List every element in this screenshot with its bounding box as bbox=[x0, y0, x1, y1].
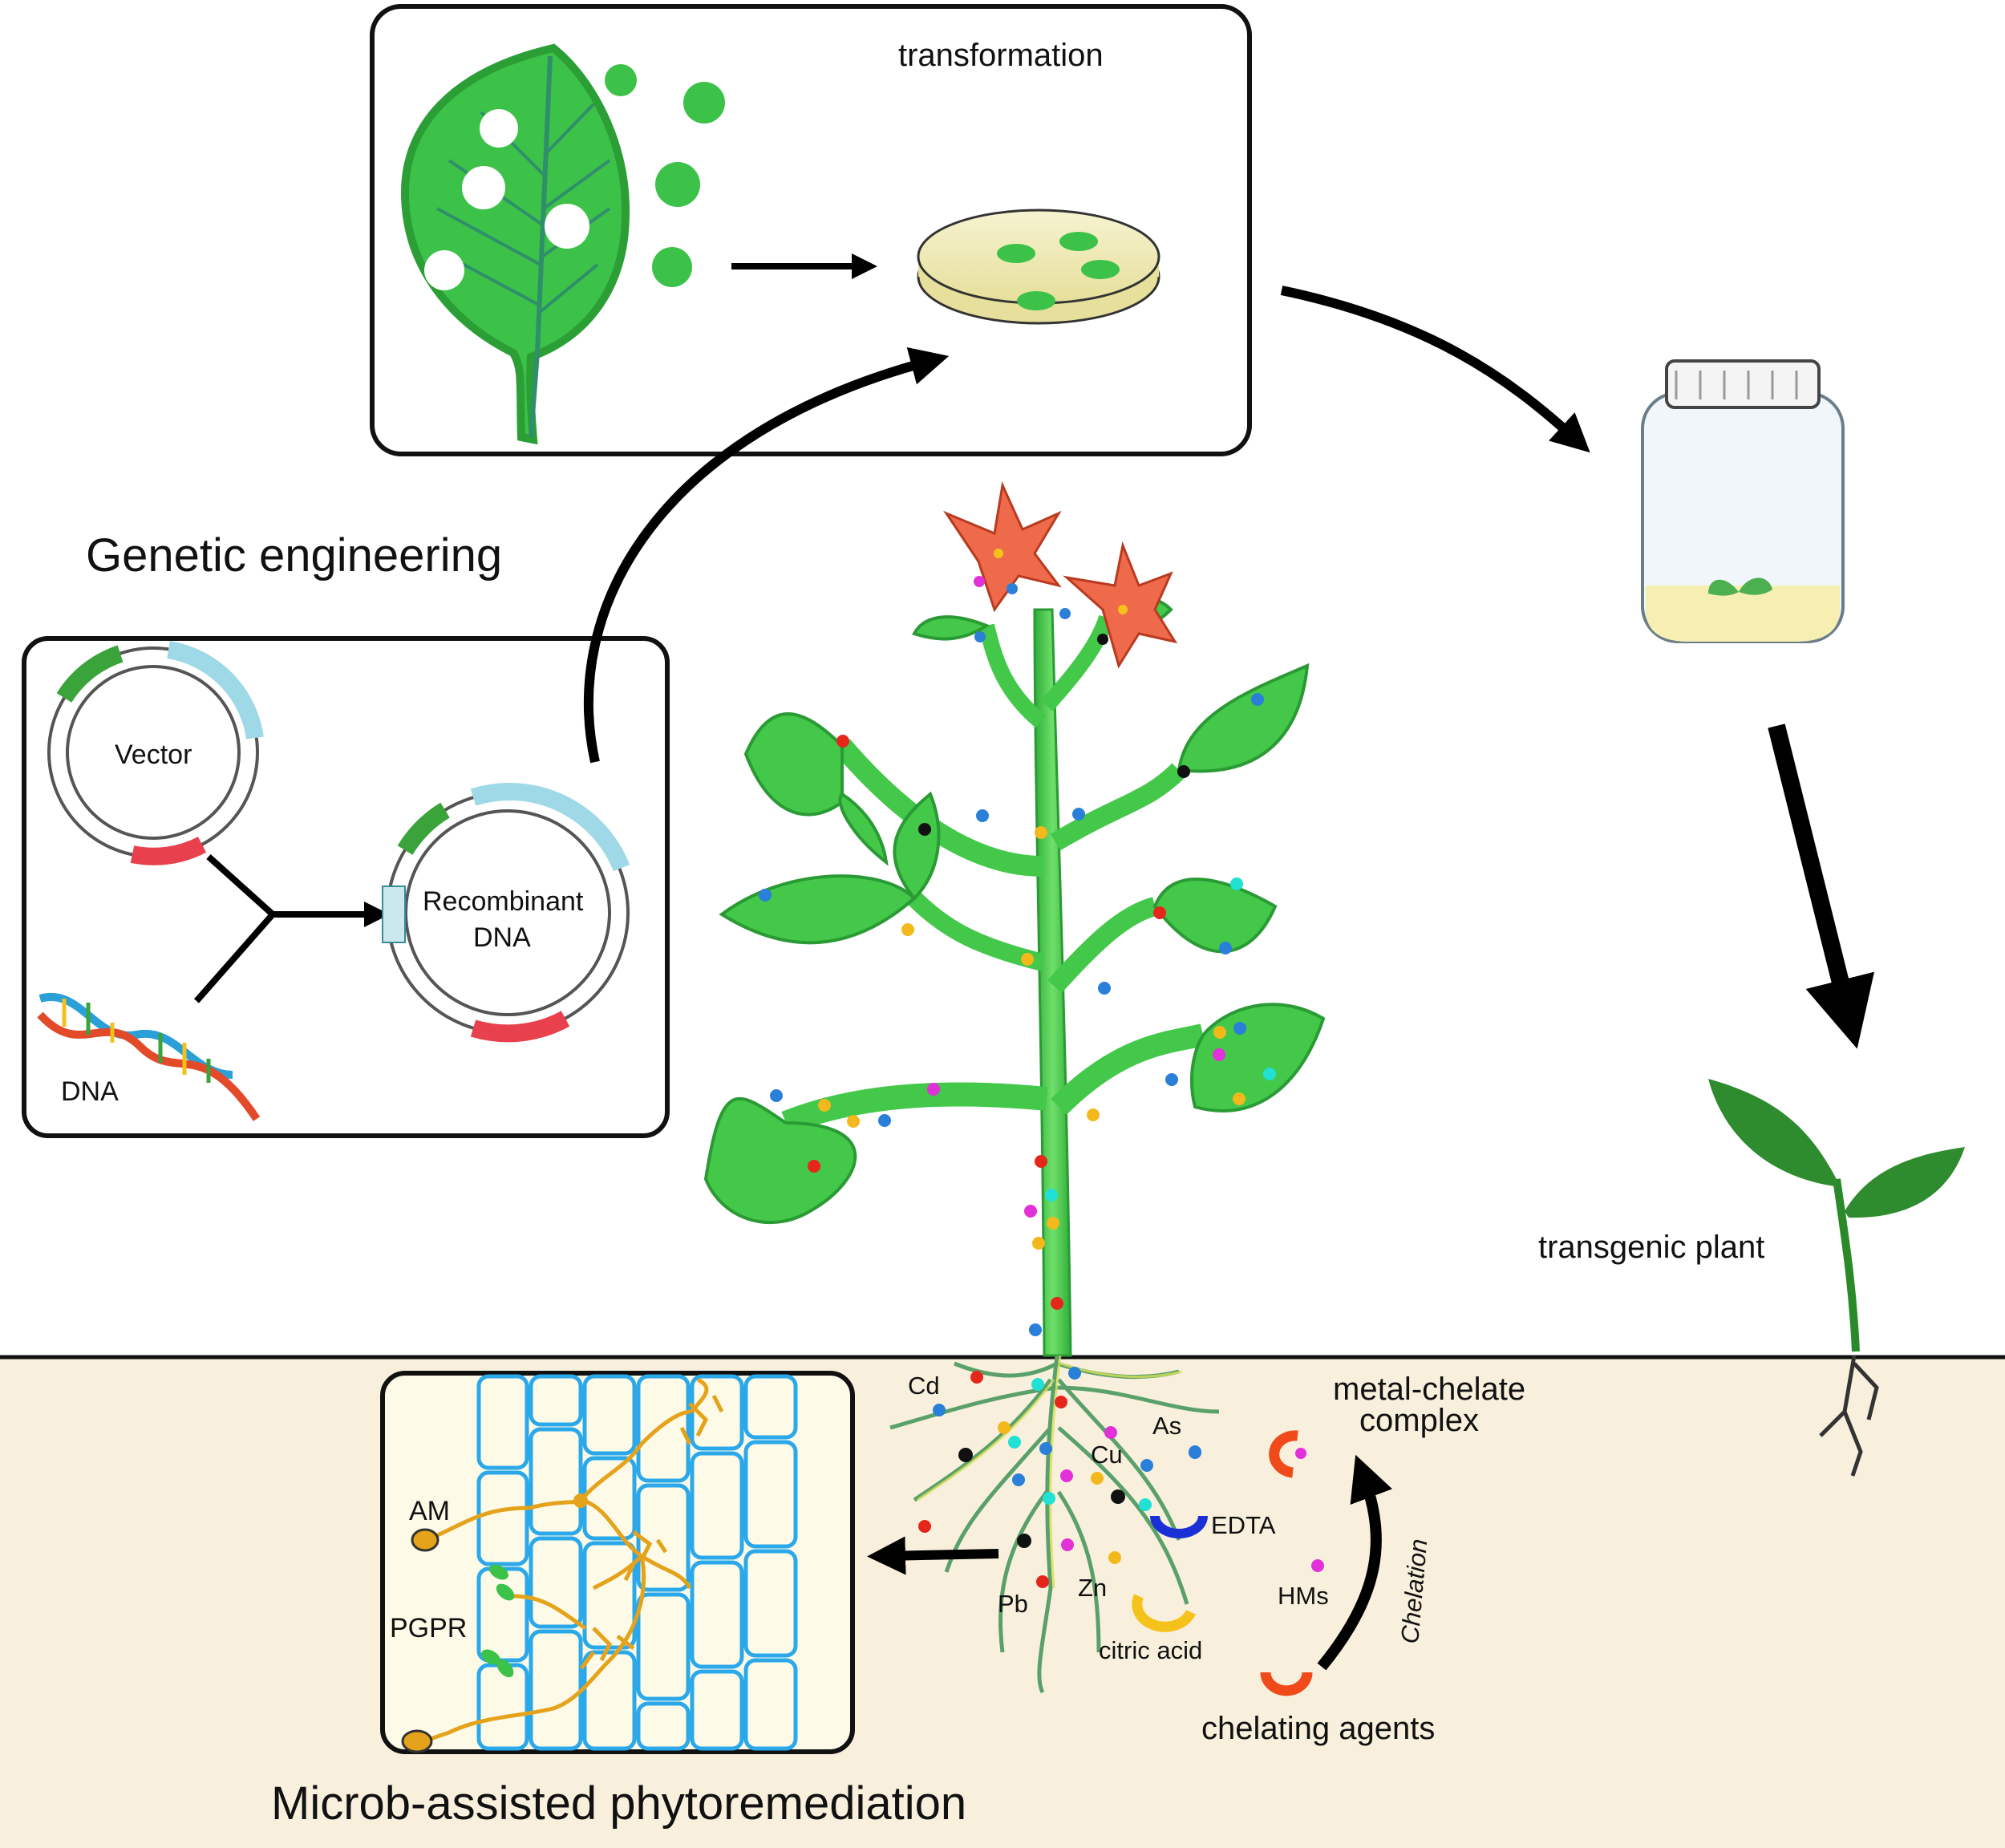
plant-leaves bbox=[703, 597, 1326, 1224]
recombinant-label-line2: DNA bbox=[473, 922, 531, 953]
am-spore-icon-2 bbox=[401, 1729, 433, 1753]
transformation-panel: transformation bbox=[370, 4, 1252, 456]
cd-label: Cd bbox=[908, 1372, 940, 1400]
am-label: AM bbox=[409, 1496, 450, 1526]
main-plant bbox=[703, 480, 1326, 1694]
arrow-dish-to-jar bbox=[1280, 286, 1590, 453]
transformation-label: transformation bbox=[898, 38, 1104, 73]
arrow-jar-to-seedling bbox=[1768, 723, 1875, 1049]
hms-label: HMs bbox=[1278, 1582, 1329, 1610]
root-cell-icon bbox=[380, 1371, 855, 1754]
pb-label: Pb bbox=[998, 1590, 1028, 1618]
genetic-engineering-panel: Vector Recombinant DNA DNA bbox=[22, 636, 670, 1138]
leaf-discs bbox=[605, 64, 725, 287]
arrow-roots-to-panel bbox=[867, 1536, 999, 1575]
leaf-icon bbox=[400, 43, 630, 445]
as-label: As bbox=[1152, 1412, 1181, 1440]
genetic-engineering-label: Genetic engineering bbox=[86, 529, 502, 582]
vector-plasmid-icon bbox=[47, 641, 264, 865]
zn-label: Zn bbox=[1078, 1574, 1107, 1602]
transgenic-plant-label: transgenic plant bbox=[1538, 1230, 1764, 1265]
recombinant-label-line1: Recombinant bbox=[423, 886, 584, 917]
jar-icon bbox=[1641, 359, 1845, 643]
complexed-metal-icon bbox=[1295, 1448, 1306, 1459]
join-lines bbox=[193, 854, 365, 1003]
am-spore-icon bbox=[411, 1528, 439, 1552]
metal-chelate-complex-icon bbox=[1269, 1430, 1298, 1478]
pgpr-bacteria-icon bbox=[481, 1564, 515, 1678]
cu-label: Cu bbox=[1091, 1441, 1123, 1469]
citric-acid-label: citric acid bbox=[1099, 1636, 1202, 1664]
chelating-agents-label: chelating agents bbox=[1201, 1711, 1435, 1746]
chelating-agent-icon bbox=[1260, 1672, 1313, 1696]
microb-assisted-label: Microb-assisted phytoremediation bbox=[271, 1777, 966, 1830]
chelation-arrow bbox=[1317, 1454, 1393, 1671]
dna-label: DNA bbox=[61, 1076, 119, 1107]
recombinant-plasmid-icon bbox=[382, 782, 630, 1043]
vector-label: Vector bbox=[115, 740, 192, 770]
metal-chelate-label-line2: complex bbox=[1359, 1403, 1479, 1438]
arrow-ge-to-dish bbox=[584, 346, 950, 764]
flower-icon bbox=[943, 480, 1178, 669]
metal-chelate-label-line1: metal-chelate bbox=[1333, 1372, 1525, 1407]
metal-ions bbox=[759, 576, 1324, 1588]
pgpr-label: PGPR bbox=[390, 1613, 467, 1643]
edta-label: EDTA bbox=[1211, 1511, 1276, 1539]
seedling-icon bbox=[1708, 1079, 1965, 1477]
petri-dish-icon bbox=[917, 209, 1160, 325]
citric-acid-chelator-icon bbox=[1132, 1594, 1196, 1632]
dna-helix-icon bbox=[37, 993, 261, 1121]
edta-chelator-icon bbox=[1150, 1515, 1208, 1538]
